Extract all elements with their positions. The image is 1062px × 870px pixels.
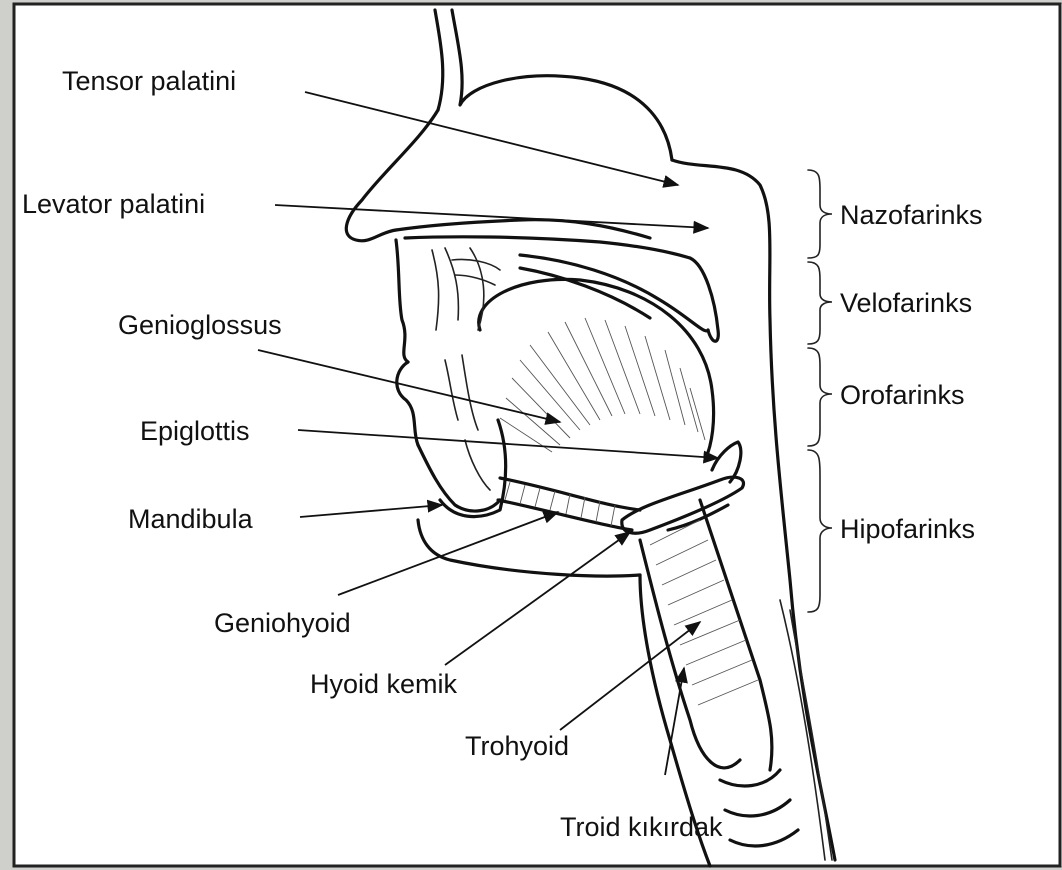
label-epiglottis: Epiglottis xyxy=(140,416,250,446)
label-mandibula: Mandibula xyxy=(128,504,254,534)
label-levator-palatini: Levator palatini xyxy=(22,189,205,219)
label-hyoid-kemik: Hyoid kemik xyxy=(310,669,458,699)
label-geniohyoid: Geniohyoid xyxy=(214,608,351,638)
label-velofarinks: Velofarinks xyxy=(840,288,972,318)
label-nazofarinks: Nazofarinks xyxy=(840,200,983,230)
label-orofarinks: Orofarinks xyxy=(840,380,965,410)
label-troid-kikirdak: Troid kıkırdak xyxy=(560,812,723,842)
label-hipofarinks: Hipofarinks xyxy=(840,514,975,544)
label-genioglossus: Genioglossus xyxy=(118,310,282,340)
label-trohyoid: Trohyoid xyxy=(465,731,569,761)
label-tensor-palatini: Tensor palatini xyxy=(62,66,236,96)
